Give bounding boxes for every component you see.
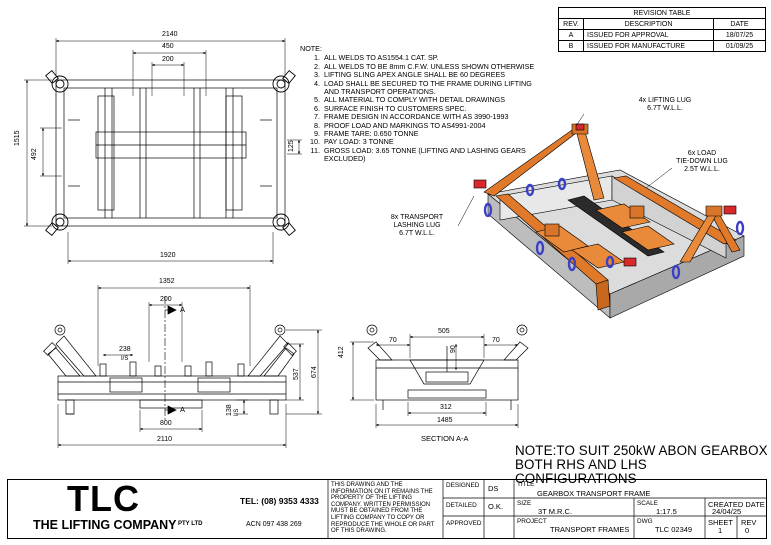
company-suffix: PTY LTD (178, 521, 203, 527)
rev-value: 0 (745, 526, 750, 535)
note-item: LOAD SHALL BE SECURED TO THE FRAME DURIN… (322, 79, 537, 97)
dim-label: 800 (160, 420, 172, 427)
dim-label: 200 (160, 296, 172, 303)
company-logo: TLC (67, 478, 140, 519)
copyright-disclaimer: THIS DRAWING AND THE INFORMATION ON IT R… (331, 482, 435, 535)
title-label: TITLE (517, 481, 535, 488)
dwg-label: DWG (637, 518, 653, 525)
dim-label: 450 (162, 43, 174, 50)
title-block (7, 479, 767, 539)
company-acn: ACN 097 438 269 (246, 521, 302, 528)
rev-label: REV (741, 518, 757, 527)
dim-label: I/S (121, 356, 129, 362)
dim-label: 312 (440, 404, 452, 411)
dim-label: 70 (389, 337, 397, 344)
note-item: SURFACE FINISH TO CUSTOMERS SPEC. (322, 104, 537, 113)
lashing-lug-callout: 8x TRANSPORT LASHING LUG 6.7T W.L.L. (390, 214, 444, 237)
dim-label: 1920 (160, 252, 176, 259)
section-marker-bottom: A (180, 405, 186, 414)
dim-label: 537 (293, 368, 300, 380)
description-header: DESCRIPTION (583, 18, 714, 30)
dim-label: 138 (226, 404, 233, 416)
date-header: DATE (713, 18, 766, 30)
detailed-label: DETAILED (446, 502, 477, 509)
project-label: PROJECT (517, 518, 547, 525)
tiedown-lug-callout: 6x LOAD TIE-DOWN LUG 2.5T W.L.L. (676, 150, 728, 173)
note-item: ALL WELDS TO BE 8mm C.F.W. UNLESS SHOWN … (322, 62, 537, 71)
created-value: 24/04/25 (712, 507, 742, 516)
gearbox-note: NOTE:TO SUIT 250kW ABON GEARBOX BOTH RHS… (515, 443, 768, 486)
note-item: LIFTING SLING APEX ANGLE SHALL BE 60 DEG… (322, 70, 537, 79)
note-item: PAY LOAD: 3 TONNE (322, 138, 537, 147)
dim-label: 90 (450, 345, 457, 353)
isometric-view (457, 113, 745, 319)
plan-view (24, 38, 302, 264)
size-value: 3T M.R.C. (538, 507, 573, 516)
sheet-label: SHEET (708, 518, 734, 527)
revision-table-title: REVISION TABLE (558, 7, 766, 19)
dim-label: 674 (311, 366, 318, 378)
section-view (350, 324, 529, 428)
scale-value: 1:17.5 (656, 507, 677, 516)
dim-label: 505 (438, 328, 450, 335)
side-view (43, 285, 322, 448)
note-item: ALL WELDS TO AS1554.1 CAT. SP. (322, 53, 537, 62)
note-item: GROSS LOAD: 3.65 TONNE (LIFTING AND LASH… (322, 146, 537, 164)
note-item: ALL MATERIAL TO COMPLY WITH DETAIL DRAWI… (322, 96, 537, 105)
dim-label: 238 (119, 346, 131, 353)
rev-header: REV. (558, 18, 584, 30)
note-item: FRAME DESIGN IN ACCORDANCE WITH AS 3990-… (322, 112, 537, 121)
lifting-lug-callout: 4x LIFTING LUG 6.7T W.L.L. (638, 97, 692, 112)
approved-label: APPROVED (446, 520, 482, 527)
dim-label: 125 (288, 140, 295, 152)
drawing-title: GEARBOX TRANSPORT FRAME (537, 489, 651, 498)
dim-label: I/S (234, 408, 240, 416)
note-item: PROOF LOAD AND MARKINGS TO AS4991-2004 (322, 121, 537, 130)
project-value: TRANSPORT FRAMES (550, 525, 630, 534)
dim-label: 2140 (162, 31, 178, 38)
company-phone: TEL: (08) 9353 4333 (240, 496, 319, 506)
dim-label: 492 (31, 148, 38, 160)
section-title: SECTION A-A (421, 434, 469, 443)
section-marker-top: A (180, 305, 186, 314)
company-name: THE LIFTING COMPANY (33, 518, 177, 532)
general-notes: NOTE: ALL WELDS TO AS1554.1 CAT. SP. ALL… (300, 44, 537, 164)
sheet-value: 1 (718, 526, 723, 535)
dim-label: 412 (338, 346, 345, 358)
dim-label: 1352 (159, 278, 175, 285)
table-row: B ISSUED FOR MANUFACTURE 01/09/25 (558, 40, 766, 52)
dwg-value: TLC 02349 (655, 525, 693, 534)
dim-label: 1515 (14, 130, 21, 146)
scale-label: SCALE (637, 500, 658, 507)
dim-label: 1485 (437, 417, 453, 424)
revision-table: REVISION TABLE REV. DESCRIPTION DATE A I… (558, 7, 766, 52)
size-label: SIZE (517, 500, 532, 507)
designed-label: DESIGNED (446, 482, 480, 489)
table-row: A ISSUED FOR APPROVAL 18/07/25 (558, 29, 766, 41)
designed-value: DS (488, 484, 499, 493)
notes-heading: NOTE: (300, 44, 322, 53)
created-label: CREATED DATE (708, 500, 765, 509)
dim-label: 2110 (157, 436, 173, 443)
dim-label: 70 (492, 337, 500, 344)
detailed-value: O.K. (488, 502, 504, 511)
dim-label: 200 (162, 56, 174, 63)
title-block-grid (327, 479, 767, 539)
note-item: FRAME TARE: 0.650 TONNE (322, 129, 537, 138)
